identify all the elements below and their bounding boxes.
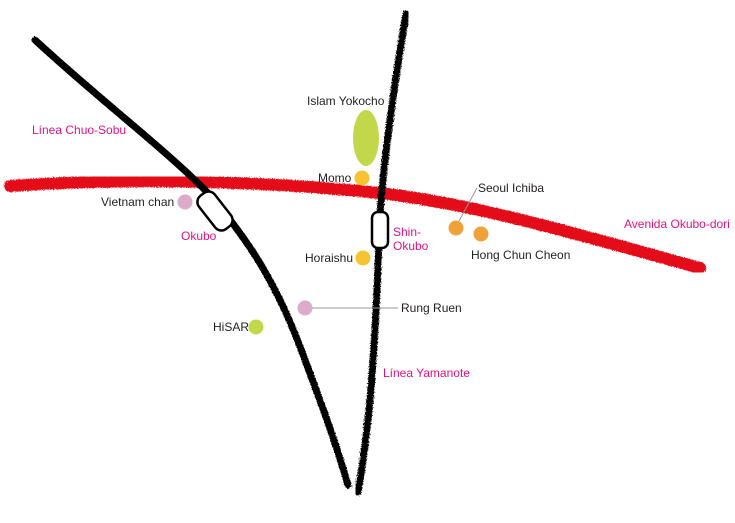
chuo-sobu-line	[31, 36, 352, 489]
vietnam-chan-marker[interactable]	[177, 194, 193, 210]
hisar-marker[interactable]	[248, 319, 264, 335]
shin-okubo-station-label-2: Okubo	[393, 239, 429, 253]
hisar-label: HiSAR	[213, 320, 249, 334]
vietnam-chan-label: Vietnam chan	[101, 195, 174, 209]
yamanote-label: Línea Yamanote	[383, 366, 470, 380]
horaishu-marker[interactable]	[355, 250, 371, 266]
seoul-ichiba-leader-line	[458, 187, 478, 222]
shin-okubo-station-label-1: Shin-	[393, 225, 421, 239]
seoul-ichiba-label: Seoul Ichiba	[478, 181, 544, 195]
horaishu-label: Horaishu	[305, 251, 353, 265]
shin-okubo-station-icon[interactable]	[370, 210, 390, 250]
momo-label: Momo	[318, 171, 352, 185]
islam-yokocho-marker[interactable]	[353, 110, 379, 166]
hong-chun-cheon-marker[interactable]	[473, 226, 489, 242]
okubo-station-icon[interactable]	[194, 188, 236, 233]
okubo-station-label: Okubo	[181, 229, 217, 243]
chuo-sobu-label: Línea Chuo-Sobu	[32, 123, 126, 137]
yamanote-line	[354, 10, 410, 496]
rung-ruen-label: Rung Ruen	[401, 301, 462, 315]
hong-chun-cheon-label: Hong Chun Cheon	[471, 248, 570, 262]
rung-ruen-marker[interactable]	[297, 300, 313, 316]
okubo-dori-label: Avenida Okubo-dori	[624, 217, 730, 231]
islam-yokocho-label: Islam Yokocho	[307, 94, 385, 108]
momo-marker[interactable]	[354, 170, 370, 186]
seoul-ichiba-marker[interactable]	[448, 220, 464, 236]
